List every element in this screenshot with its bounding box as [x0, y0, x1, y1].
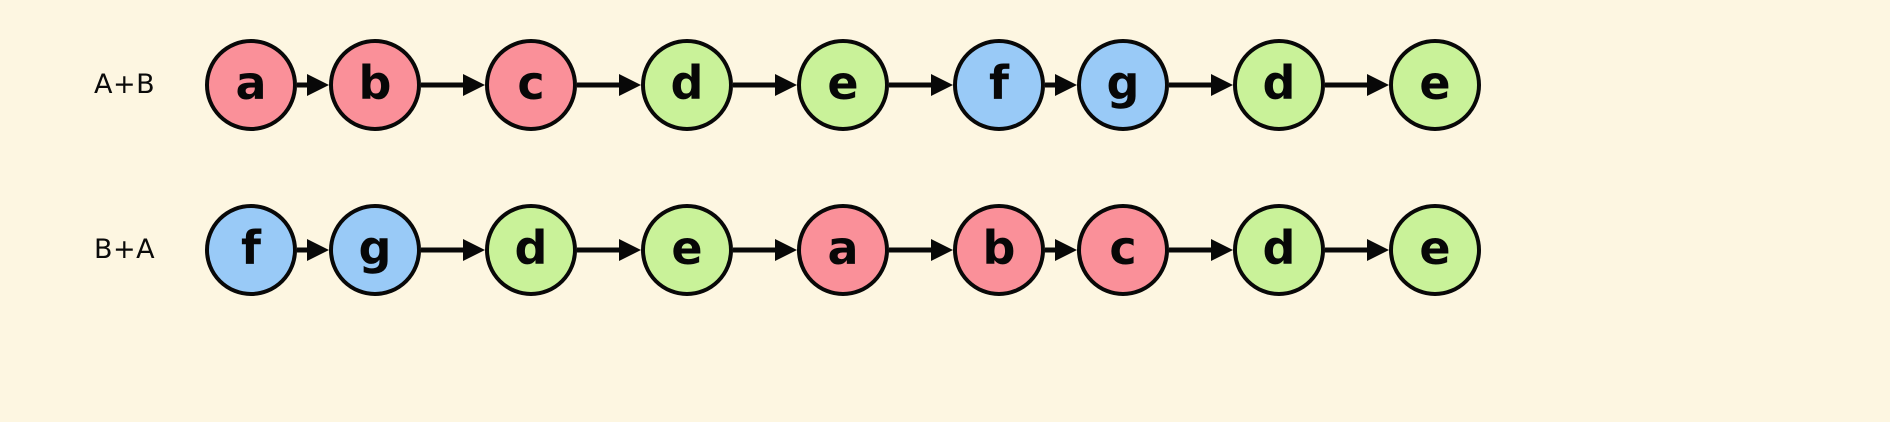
sequence-node[interactable]: f: [205, 204, 297, 296]
arrow-icon: [889, 72, 953, 98]
sequence-node[interactable]: c: [485, 39, 577, 131]
arrow-icon: [1045, 72, 1077, 98]
row-label-b-plus-a: B+A: [94, 234, 156, 265]
arrow-icon: [733, 72, 797, 98]
arrow-icon: [733, 237, 797, 263]
sequence-node-label: b: [982, 221, 1016, 275]
sequence-node-label: a: [827, 221, 859, 275]
arrow-icon: [889, 237, 953, 263]
sequence-node[interactable]: f: [953, 39, 1045, 131]
sequence-node[interactable]: d: [1233, 39, 1325, 131]
sequence-row-b-plus-a: B+A f g d e a b c d e: [0, 190, 1890, 310]
sequence-node-label: g: [358, 221, 392, 275]
sequence-node[interactable]: e: [641, 204, 733, 296]
sequence-node[interactable]: b: [953, 204, 1045, 296]
sequence-node[interactable]: g: [1077, 39, 1169, 131]
sequence-node-label: g: [1106, 56, 1140, 110]
sequence-node-label: d: [514, 221, 548, 275]
sequence-node[interactable]: b: [329, 39, 421, 131]
arrow-icon: [577, 237, 641, 263]
arrow-icon: [297, 237, 329, 263]
sequence-node[interactable]: g: [329, 204, 421, 296]
sequence-node[interactable]: d: [641, 39, 733, 131]
sequence-node[interactable]: d: [1233, 204, 1325, 296]
arrow-icon: [297, 72, 329, 98]
arrow-icon: [1325, 237, 1389, 263]
arrow-icon: [1045, 237, 1077, 263]
sequence-node-label: d: [1262, 221, 1296, 275]
arrow-icon: [1169, 237, 1233, 263]
sequence-node-label: a: [235, 56, 267, 110]
sequence-node-label: b: [358, 56, 392, 110]
sequence-node[interactable]: e: [1389, 39, 1481, 131]
sequence-node-label: e: [671, 221, 703, 275]
arrow-icon: [1325, 72, 1389, 98]
arrow-icon: [577, 72, 641, 98]
sequence-node-label: f: [240, 221, 261, 275]
sequence-node-label: c: [517, 56, 545, 110]
arrow-icon: [1169, 72, 1233, 98]
row-label-a-plus-b: A+B: [94, 69, 156, 100]
sequence-node[interactable]: e: [1389, 204, 1481, 296]
sequence-node-label: e: [1419, 221, 1451, 275]
sequence-node-label: e: [827, 56, 859, 110]
sequence-node[interactable]: d: [485, 204, 577, 296]
sequence-node[interactable]: a: [205, 39, 297, 131]
sequence-node-label: e: [1419, 56, 1451, 110]
arrow-icon: [421, 72, 485, 98]
sequence-row-a-plus-b: A+B a b c d e f g d e: [0, 25, 1890, 145]
sequence-node-label: d: [1262, 56, 1296, 110]
sequence-node[interactable]: c: [1077, 204, 1169, 296]
sequence-node-label: d: [670, 56, 704, 110]
arrow-icon: [421, 237, 485, 263]
sequence-node[interactable]: e: [797, 39, 889, 131]
sequence-node-label: f: [988, 56, 1009, 110]
sequence-node-label: c: [1109, 221, 1137, 275]
sequence-node[interactable]: a: [797, 204, 889, 296]
